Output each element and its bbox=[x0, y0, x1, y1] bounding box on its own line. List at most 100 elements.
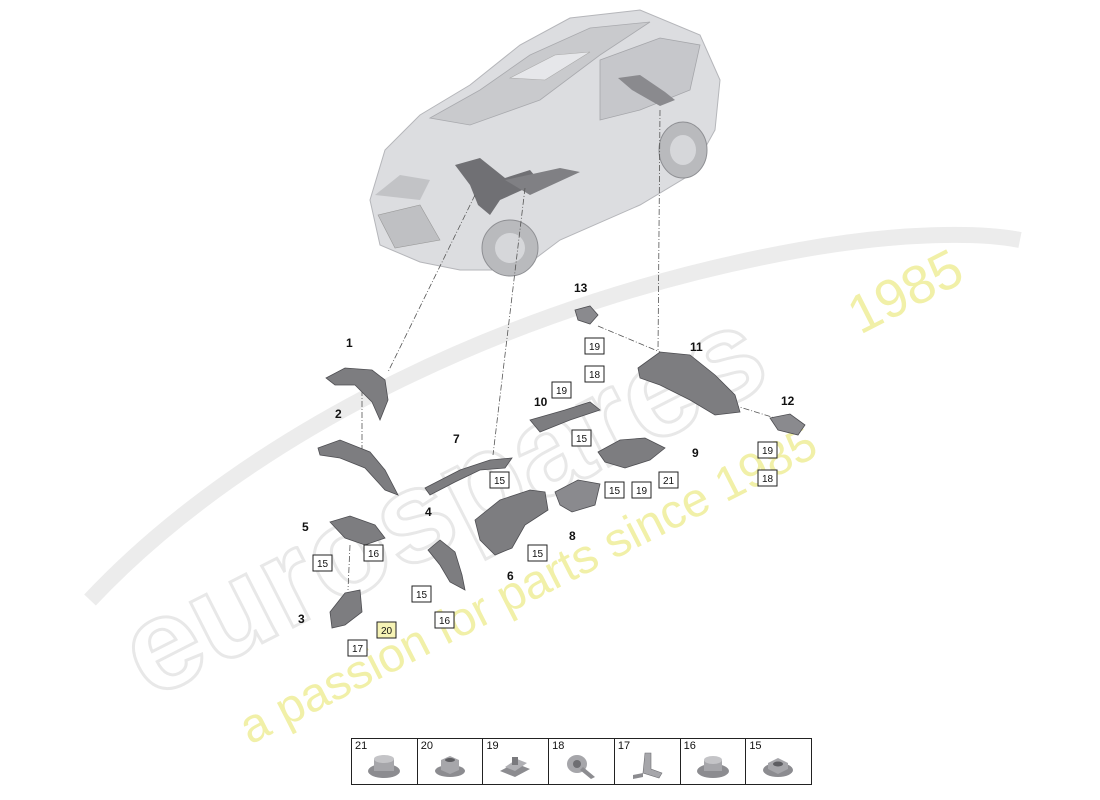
car-mounted-shield-rear bbox=[618, 75, 675, 106]
fastener-cell-16: 16 bbox=[681, 739, 747, 784]
svg-text:15: 15 bbox=[532, 549, 544, 560]
svg-text:19: 19 bbox=[762, 446, 774, 457]
ref-box: 19 bbox=[551, 381, 572, 399]
svg-text:16: 16 bbox=[439, 616, 451, 627]
ref-box: 16 bbox=[363, 544, 384, 562]
svg-text:15: 15 bbox=[494, 476, 506, 487]
callout-numbers: 1 2 3 4 5 6 7 8 9 10 11 12 13 bbox=[298, 281, 795, 626]
leader-line-5-3 bbox=[347, 544, 351, 591]
ref-box: 15 bbox=[489, 471, 510, 489]
part-11-rear-shield bbox=[637, 351, 741, 416]
bracket-clip-icon bbox=[632, 752, 663, 779]
fastener-cell-20: 20 bbox=[418, 739, 484, 784]
callout-1: 1 bbox=[346, 336, 353, 350]
svg-text:19: 19 bbox=[636, 486, 648, 497]
fastener-number: 19 bbox=[486, 740, 499, 752]
clip-nut-icon bbox=[500, 757, 531, 777]
callout-12: 12 bbox=[781, 394, 795, 408]
vehicle-illustration bbox=[369, 9, 721, 277]
ref-box: 19 bbox=[584, 337, 605, 355]
fastener-cell-15: 15 bbox=[746, 739, 811, 784]
ref-box: 18 bbox=[757, 469, 778, 487]
callout-8: 8 bbox=[569, 529, 576, 543]
part-1-heat-shield bbox=[325, 367, 389, 422]
svg-text:16: 16 bbox=[368, 549, 380, 560]
car-side-window bbox=[599, 37, 701, 121]
ref-box: 15 bbox=[604, 481, 625, 499]
svg-text:19: 19 bbox=[589, 342, 601, 353]
flange-nut-icon bbox=[368, 755, 400, 778]
svg-text:19: 19 bbox=[556, 386, 568, 397]
fastener-legend: 21 20 19 18 17 16 15 bbox=[351, 738, 812, 785]
svg-text:18: 18 bbox=[762, 474, 774, 485]
callout-5: 5 bbox=[302, 520, 309, 534]
fastener-references: 19 18 19 18 19 15 15 15 19 21 15 15 16 1… bbox=[312, 337, 778, 657]
ref-box: 16 bbox=[434, 611, 455, 629]
fastener-number: 21 bbox=[355, 740, 368, 752]
svg-text:15: 15 bbox=[609, 486, 621, 497]
parts bbox=[317, 305, 806, 629]
fastener-number: 18 bbox=[552, 740, 565, 752]
expanding-rivet-icon bbox=[567, 755, 596, 779]
part-6-shield bbox=[474, 489, 549, 556]
ref-box: 19 bbox=[757, 441, 778, 459]
ref-box: 18 bbox=[584, 365, 605, 383]
callout-6: 6 bbox=[507, 569, 514, 583]
watermark-year: 1985 bbox=[838, 238, 972, 346]
ref-box: 15 bbox=[571, 429, 592, 447]
hex-flange-nut-icon bbox=[763, 758, 794, 777]
part-3-bracket bbox=[329, 589, 363, 629]
callout-3: 3 bbox=[298, 612, 305, 626]
car-front-hub bbox=[495, 233, 525, 263]
callout-11: 11 bbox=[690, 340, 703, 354]
leader-line-13-11 bbox=[597, 325, 661, 353]
part-8-shield bbox=[554, 479, 601, 513]
svg-text:15: 15 bbox=[416, 590, 428, 601]
fastener-number: 20 bbox=[420, 740, 433, 752]
fastener-cell-19: 19 bbox=[483, 739, 550, 784]
part-4-bracket bbox=[427, 539, 466, 591]
callout-13: 13 bbox=[574, 281, 588, 295]
part-2-heat-shield bbox=[317, 439, 399, 496]
callout-7: 7 bbox=[453, 432, 460, 446]
car-mounted-shield-tunnel bbox=[505, 168, 580, 195]
part-12-bracket bbox=[769, 413, 806, 436]
callout-4: 4 bbox=[425, 505, 432, 519]
part-9-shield bbox=[597, 437, 666, 469]
fastener-cell-21: 21 bbox=[352, 739, 418, 784]
fastener-cell-18: 18 bbox=[549, 739, 615, 784]
fastener-number: 16 bbox=[683, 740, 696, 752]
part-7-shield bbox=[424, 457, 513, 496]
car-mounted-shield-front bbox=[455, 158, 540, 215]
car-sunroof bbox=[508, 51, 591, 81]
part-13-bracket bbox=[574, 305, 599, 325]
callout-10: 10 bbox=[534, 395, 548, 409]
ref-box: 17 bbox=[347, 639, 368, 657]
part-5-bracket bbox=[329, 515, 386, 546]
svg-text:15: 15 bbox=[576, 434, 588, 445]
ref-box: 15 bbox=[411, 585, 432, 603]
car-headlight bbox=[375, 175, 430, 200]
fastener-number: 15 bbox=[749, 740, 762, 752]
ref-box: 19 bbox=[631, 481, 652, 499]
callout-9: 9 bbox=[692, 446, 699, 460]
svg-text:21: 21 bbox=[663, 476, 675, 487]
leader-line-11-12 bbox=[732, 404, 776, 419]
part-10-shield bbox=[529, 401, 601, 433]
svg-text:20: 20 bbox=[381, 626, 393, 637]
leader-lines bbox=[347, 109, 776, 591]
ref-box: 15 bbox=[312, 554, 333, 572]
fastener-cell-17: 17 bbox=[615, 739, 681, 784]
callout-2: 2 bbox=[335, 407, 342, 421]
hex-nut-icon bbox=[434, 756, 465, 777]
svg-text:15: 15 bbox=[317, 559, 329, 570]
leader-line-11 bbox=[657, 109, 661, 353]
watermark-swoosh bbox=[84, 226, 1022, 606]
svg-text:18: 18 bbox=[589, 370, 601, 381]
leader-line-7 bbox=[492, 187, 526, 456]
ref-box: 20 bbox=[376, 621, 397, 639]
ref-box: 15 bbox=[527, 544, 548, 562]
flange-nut-icon bbox=[696, 756, 729, 778]
car-rear-hub bbox=[670, 135, 696, 165]
